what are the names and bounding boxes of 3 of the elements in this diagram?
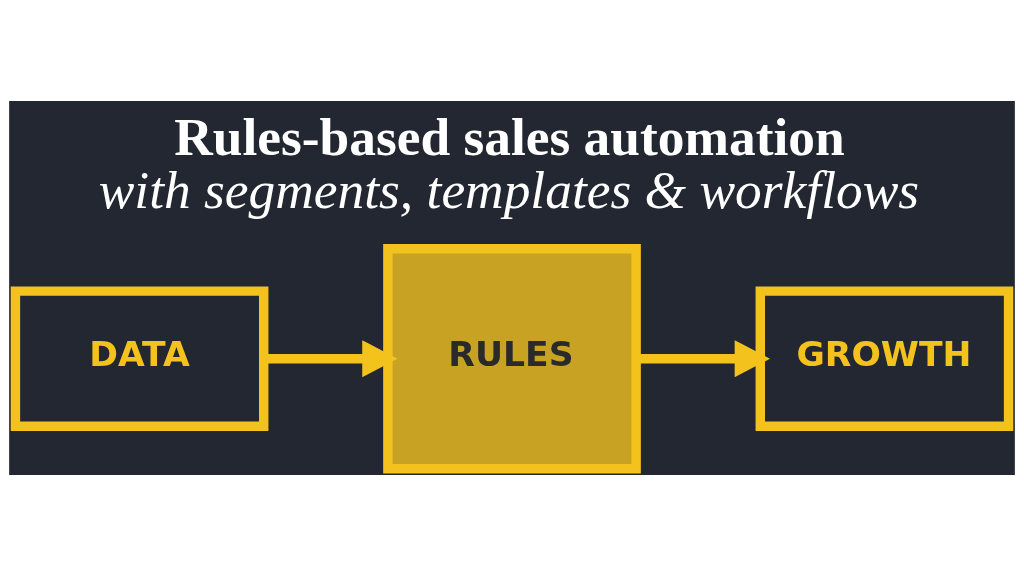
node-box: GROWTH (755, 286, 1014, 431)
node-box: RULES (383, 244, 641, 474)
node-box: DATA (10, 286, 269, 431)
